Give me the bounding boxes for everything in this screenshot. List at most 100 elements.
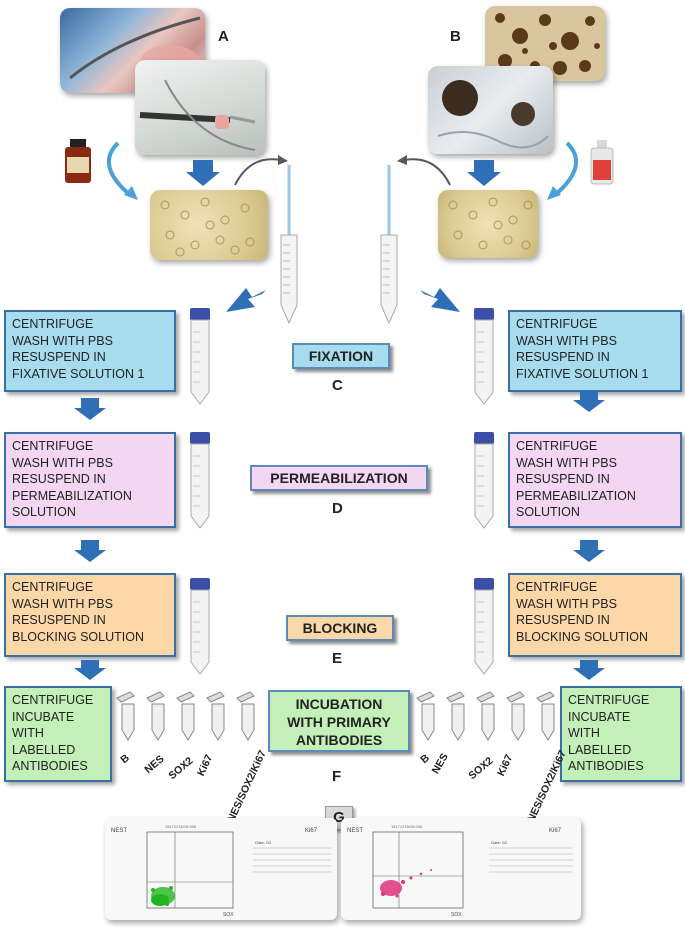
blocking-label: BLOCKING — [286, 615, 394, 641]
microtubes-right — [416, 691, 555, 741]
step-line: BLOCKING SOLUTION — [516, 629, 648, 644]
step-line: LABELLED — [12, 742, 76, 757]
incubation-label-line: ANTIBODIES — [295, 732, 383, 748]
stats-title: Gate: G2 — [255, 840, 272, 845]
tube-label-nes: NES — [429, 751, 451, 776]
incubation-label-line: INCUBATION — [295, 696, 383, 712]
media-flask-icon — [588, 140, 616, 191]
conical-tube-icon — [188, 432, 212, 535]
flow-plot-right: NEST 15171216/15.006 Ki67 Gate: G2 SOX — [341, 818, 581, 920]
step-line: SOLUTION — [12, 505, 76, 519]
panel-label-f: F — [332, 768, 342, 785]
step-line: CENTRIFUGE — [12, 439, 94, 453]
step-line: CENTRIFUGE — [568, 693, 650, 707]
y-axis-label: NEST — [111, 828, 127, 834]
right-label: Ki67 — [549, 828, 562, 834]
panel-label-c: C — [332, 377, 343, 394]
blocking-step-right: CENTRIFUGE WASH WITH PBS RESUSPEND IN BL… — [508, 573, 682, 657]
tube-label-ki67: Ki67 — [195, 752, 216, 778]
reagent-bottle-icon — [62, 139, 94, 190]
step-line: CENTRIFUGE — [12, 580, 94, 594]
neurosphere-culture — [437, 80, 549, 149]
scalpel-drawing — [139, 79, 256, 151]
step-line: CENTRIFUGE — [516, 580, 598, 594]
fixation-label: FIXATION — [292, 343, 390, 369]
conical-tube-icon — [472, 308, 496, 411]
flow-plot-left-svg: NEST 15171216/15.006 Ki67 Gate: G2 SOX — [111, 824, 331, 918]
step-line: RESUSPEND IN — [12, 350, 106, 364]
tube-label-sox2: SOX2 — [166, 754, 196, 782]
step-line: RESUSPEND IN — [516, 350, 610, 364]
tube-label-combined: NES/SOX2/Ki67 — [225, 748, 269, 824]
conical-tube-icon — [188, 308, 212, 411]
x-axis-label: SOX — [223, 912, 234, 918]
panel-label-e: E — [332, 650, 343, 667]
tissue-dissection-photo-2 — [135, 60, 265, 155]
conical-tube-icon — [472, 432, 496, 535]
cell-texture-left — [160, 197, 255, 257]
step-line: BLOCKING SOLUTION — [12, 629, 144, 644]
flow-plot-left: NEST 15171216/15.006 Ki67 Gate: G2 SOX — [105, 818, 337, 920]
microtubes-left — [116, 691, 255, 741]
tube-label-combined: NES/SOX2/Ki67 — [525, 748, 569, 824]
pipette-icon-left — [278, 165, 300, 330]
plot-header: 15171216/15.006 — [165, 824, 197, 829]
cell-texture-right — [448, 197, 533, 250]
step-line: WASH WITH PBS — [516, 596, 617, 611]
step-line: PERMEABILIZATION — [12, 488, 132, 503]
fixation-step-left: CENTRIFUGE WASH WITH PBS RESUSPEND IN FI… — [4, 310, 176, 392]
conical-tube-icon — [472, 578, 496, 681]
right-label: Ki67 — [305, 828, 318, 834]
tube-label-ki67: Ki67 — [495, 752, 516, 778]
flow-plot-right-svg: NEST 15171216/15.006 Ki67 Gate: G2 SOX — [347, 824, 573, 918]
tube-label-b: B — [118, 751, 132, 766]
panel-label-d: D — [332, 500, 343, 517]
panel-label-b: B — [450, 28, 461, 45]
step-line: SOLUTION — [516, 505, 580, 519]
step-line: WITH — [12, 726, 44, 740]
tube-label-b: B — [418, 751, 432, 766]
y-axis-label: NEST — [347, 828, 363, 834]
step-line: CENTRIFUGE — [12, 693, 94, 707]
panel-label-g: G — [333, 809, 345, 826]
step-line: FIXATIVE SOLUTION 1 — [516, 366, 649, 381]
neurosphere-photo-2 — [428, 66, 553, 154]
step-line: WASH WITH PBS — [516, 455, 617, 470]
step-line: CENTRIFUGE — [12, 317, 94, 331]
pipette-icon-right — [378, 165, 400, 330]
step-line: RESUSPEND IN — [12, 613, 106, 627]
step-line: RESUSPEND IN — [516, 613, 610, 627]
step-line: PERMEABILIZATION — [516, 488, 636, 503]
step-arrows — [74, 390, 605, 680]
step-line: WITH — [568, 726, 600, 740]
cell-suspension-photo-right — [438, 190, 538, 258]
top-arrows — [107, 141, 578, 312]
stats-title: Gate: G2 — [491, 840, 508, 845]
step-line: WASH WITH PBS — [12, 455, 113, 470]
conical-tube-icon — [188, 578, 212, 681]
step-line: FIXATIVE SOLUTION 1 — [12, 366, 145, 381]
step-line: ANTIBODIES — [568, 759, 644, 773]
step-line: ANTIBODIES — [12, 759, 88, 773]
permeabilization-step-right: CENTRIFUGE WASH WITH PBS RESUSPEND IN PE… — [508, 432, 682, 528]
incubation-step-left: CENTRIFUGE INCUBATE WITH LABELLED ANTIBO… — [4, 686, 112, 782]
permeabilization-label: PERMEABILIZATION — [250, 465, 428, 491]
fixation-step-right: CENTRIFUGE WASH WITH PBS RESUSPEND IN FI… — [508, 310, 682, 392]
step-line: WASH WITH PBS — [12, 333, 113, 348]
tube-label-sox2: SOX2 — [466, 754, 496, 782]
panel-label-a: A — [218, 28, 229, 45]
tube-label-nes: NES — [142, 752, 167, 776]
incubation-label: INCUBATION WITH PRIMARY ANTIBODIES — [268, 690, 410, 752]
incubation-step-right: CENTRIFUGE INCUBATE WITH LABELLED ANTIBO… — [560, 686, 682, 782]
step-line: INCUBATE — [12, 709, 75, 724]
step-line: RESUSPEND IN — [12, 472, 106, 486]
permeabilization-step-left: CENTRIFUGE WASH WITH PBS RESUSPEND IN PE… — [4, 432, 176, 528]
step-line: WASH WITH PBS — [516, 333, 617, 348]
blocking-step-left: CENTRIFUGE WASH WITH PBS RESUSPEND IN BL… — [4, 573, 176, 657]
step-line: RESUSPEND IN — [516, 472, 610, 486]
step-line: CENTRIFUGE — [516, 317, 598, 331]
neurosphere-dots — [495, 13, 600, 75]
plot-header: 15171216/15.006 — [391, 824, 423, 829]
step-line: INCUBATE — [568, 709, 631, 724]
incubation-label-line: WITH PRIMARY — [287, 714, 391, 730]
